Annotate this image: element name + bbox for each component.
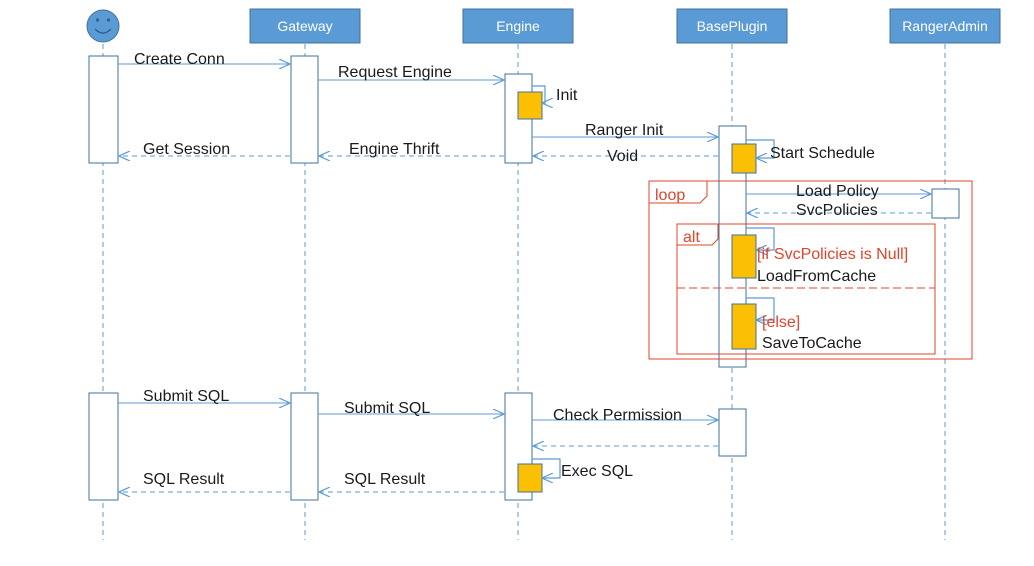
label-ranger-init: Ranger Init [585,122,664,139]
self-call-start-schedule [731,143,757,174]
label-sql-result-1: SQL Result [143,471,225,488]
self-call-init-arrow [532,85,545,103]
label-init: Init [556,87,578,104]
self-call-start-schedule-arrow [746,139,775,158]
self-call-save-to-cache [731,303,757,350]
smiley-face-icon [86,9,120,43]
label-load-policy: Load Policy [796,183,879,200]
activation-gateway-2 [290,392,319,501]
self-call-load-from-cache-arrow [746,227,775,250]
label-save-to-cache: SaveToCache [762,335,862,352]
self-calls [517,85,775,493]
guard-else: [else] [762,314,800,331]
loop-frame: loop [648,180,973,360]
participant-gateway: Gateway [249,8,361,44]
alt-frame-label: alt [683,229,700,246]
participant-baseplugin-label: BasePlugin [697,18,768,34]
messages [118,64,931,492]
label-load-from-cache: LoadFromCache [757,268,876,285]
label-check-permission: Check Permission [553,407,682,424]
self-call-exec-sql-arrow [532,458,561,478]
loop-frame-label: loop [655,187,685,204]
message-labels: Create Conn Request Engine Init Ranger I… [134,51,908,488]
activation-actor-2 [88,392,119,501]
label-svc-policies: SvcPolicies [796,202,878,219]
activations [88,55,960,501]
participant-baseplugin: BasePlugin [676,8,788,44]
activation-rangeradmin-1 [931,188,960,219]
alt-frame: alt [676,223,936,355]
label-sql-result-2: SQL Result [344,471,426,488]
participant-gateway-label: Gateway [277,18,332,34]
label-submit-sql-1: Submit SQL [143,388,229,405]
activation-gateway-1 [290,55,319,164]
label-submit-sql-2: Submit SQL [344,400,430,417]
self-call-init [517,91,543,120]
activation-baseplugin-2 [718,408,747,457]
label-request-engine: Request Engine [338,64,452,81]
label-exec-sql: Exec SQL [561,463,633,480]
label-engine-thrift: Engine Thrift [349,141,440,158]
self-call-save-to-cache-arrow [746,297,775,320]
participant-engine: Engine [462,8,574,44]
participant-rangeradmin-label: RangerAdmin [902,18,988,34]
self-call-load-from-cache [731,234,757,279]
self-call-exec-sql [517,463,543,493]
label-void: Void [607,148,638,165]
participant-rangeradmin: RangerAdmin [889,8,1001,44]
label-create-conn: Create Conn [134,51,225,68]
label-start-schedule: Start Schedule [770,145,875,162]
participant-engine-label: Engine [496,18,540,34]
activation-actor-1 [88,55,119,164]
label-get-session: Get Session [143,141,230,158]
guard-if: [if SvcPolicies is Null] [757,246,908,263]
